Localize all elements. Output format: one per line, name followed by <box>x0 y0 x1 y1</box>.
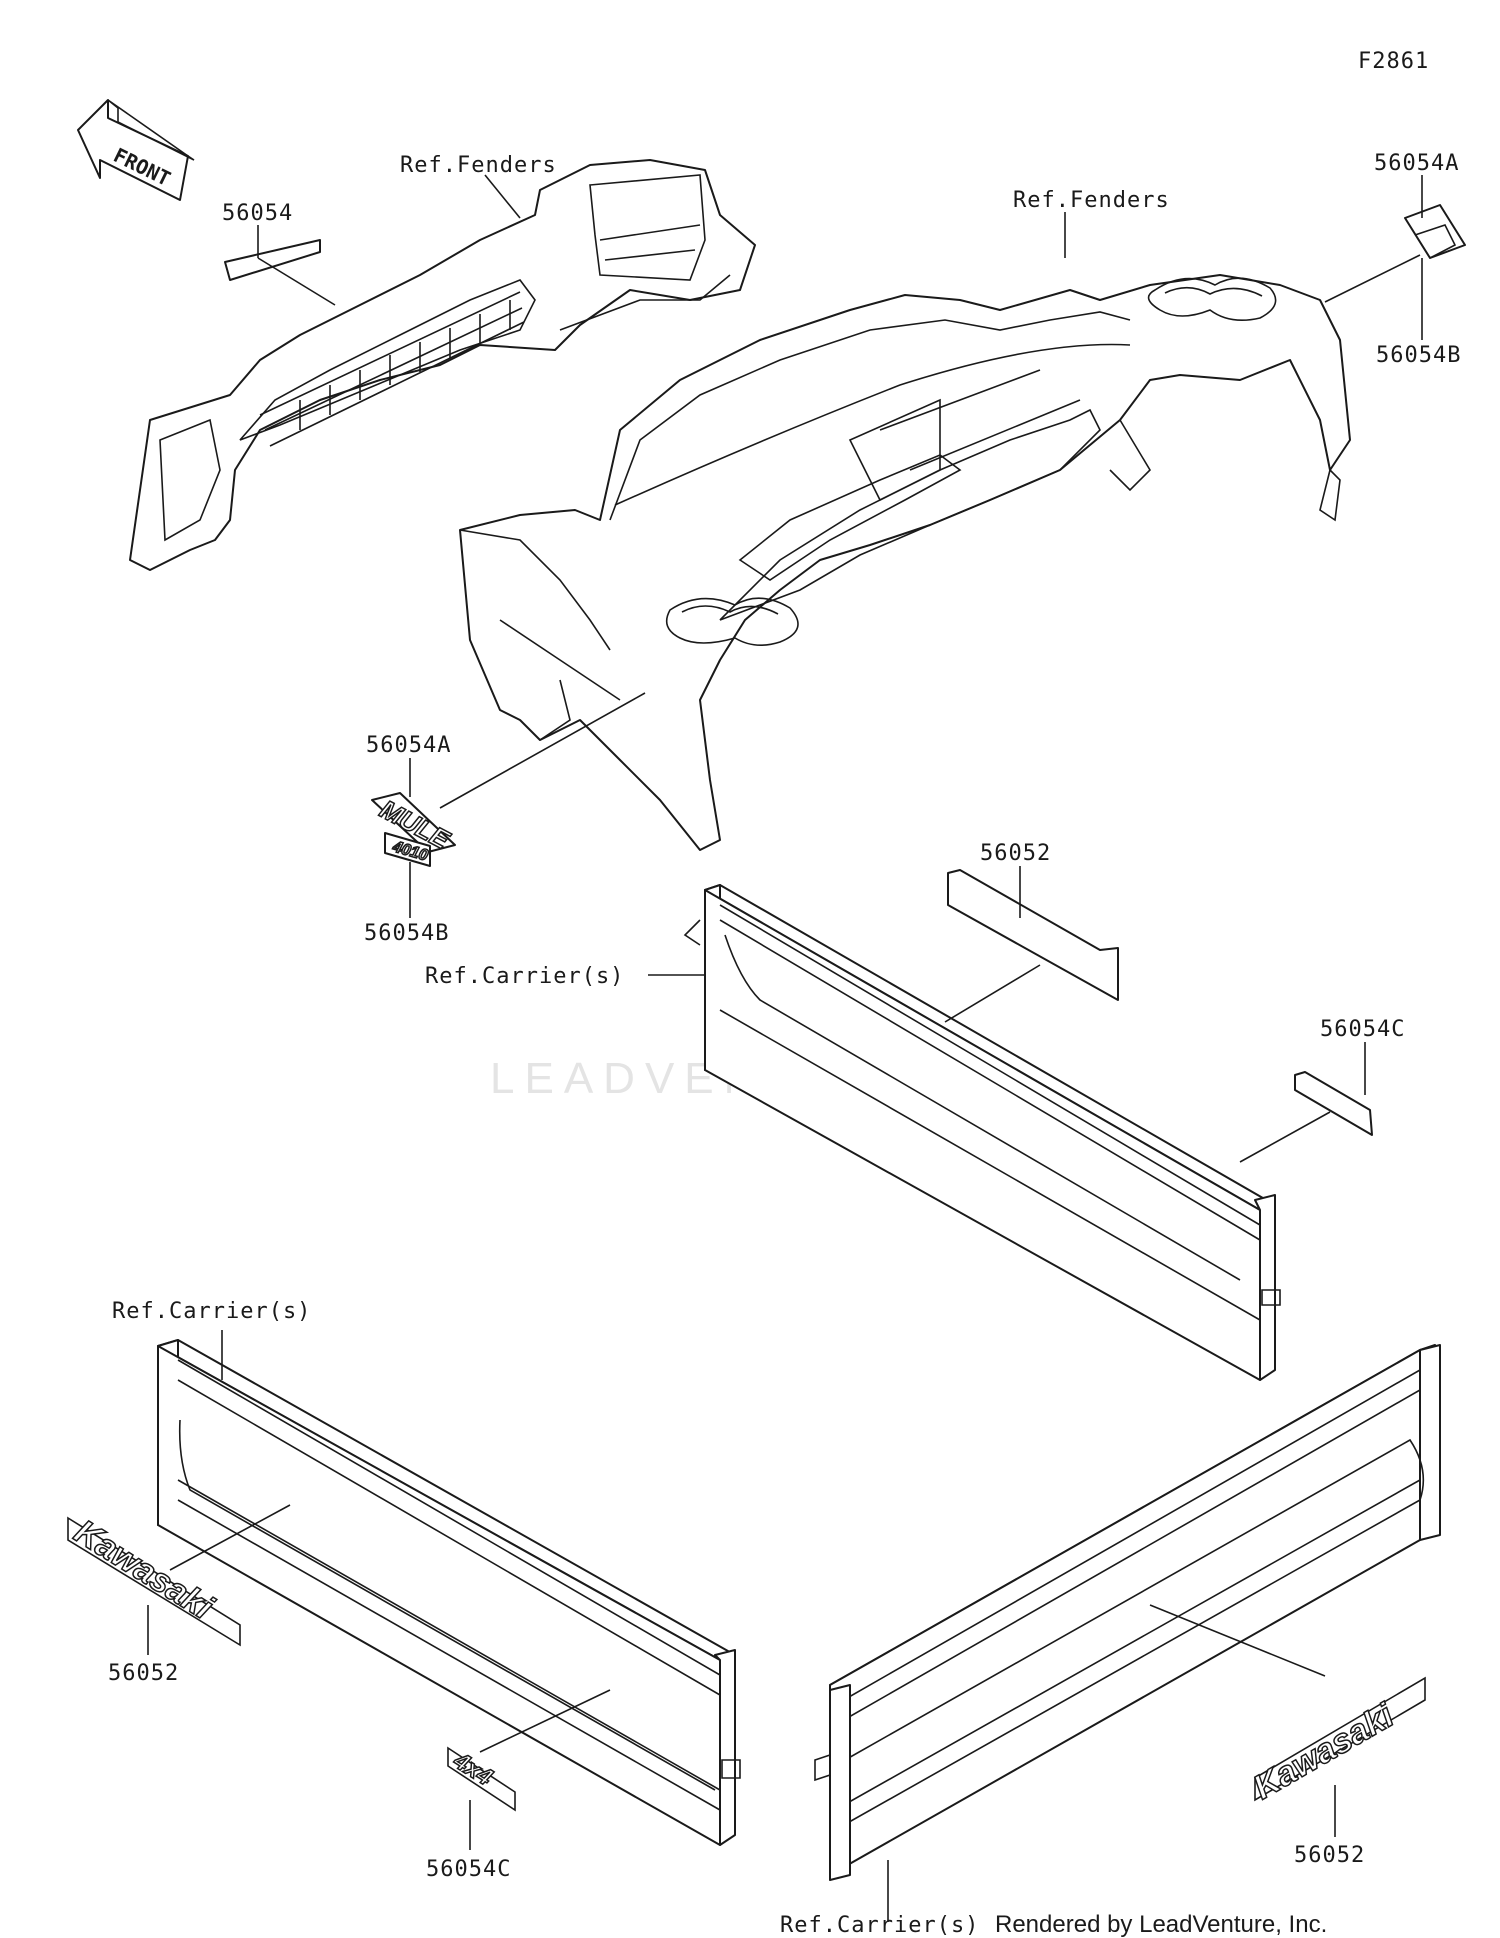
rear-fender <box>459 274 1351 851</box>
decal-kawasaki-right: Kawasaki <box>1246 1676 1426 1808</box>
label-56054: 56054 <box>222 201 293 226</box>
tailgate-mid <box>683 884 1281 1381</box>
label-56054b-mid: 56054B <box>364 921 449 946</box>
side-panel-left <box>157 1339 741 1846</box>
label-56054c-bottom: 56054C <box>426 1857 511 1882</box>
label-56052-top: 56052 <box>980 841 1051 866</box>
label-ref-carrier-mid: Ref.Carrier(s) <box>425 964 624 989</box>
label-ref-carrier-bottom: Ref.Carrier(s) <box>780 1913 979 1938</box>
decal-4x4: 4x4 <box>447 1746 516 1812</box>
label-ref-fenders-rear: Ref.Fenders <box>1013 188 1170 213</box>
decal-56054 <box>224 239 321 281</box>
front-arrow-icon: FRONT <box>77 99 195 201</box>
side-panel-right <box>814 1344 1441 1881</box>
label-ref-fenders-front: Ref.Fenders <box>400 153 557 178</box>
label-ref-carrier-left: Ref.Carrier(s) <box>112 1299 311 1324</box>
label-56054a-mid: 56054A <box>366 733 451 758</box>
decal-56054c-right <box>1294 1071 1373 1136</box>
footer-credit: Rendered by LeadVenture, Inc. <box>995 1911 1327 1938</box>
leader-lines <box>147 174 1423 1922</box>
decal-56054b-top <box>1414 224 1457 259</box>
label-56054c-right: 56054C <box>1320 1017 1405 1042</box>
label-56052-left: 56052 <box>108 1661 179 1686</box>
figure-id: F2861 <box>1358 49 1429 74</box>
kawasaki-right-text: Kawasaki <box>1247 1696 1402 1807</box>
label-56054b-top: 56054B <box>1376 343 1461 368</box>
label-56054a-top: 56054A <box>1374 151 1459 176</box>
decal-56052-top <box>947 869 1119 1001</box>
decal-56054a-top <box>1404 204 1466 259</box>
label-56052-right: 56052 <box>1294 1843 1365 1868</box>
front-fender-grille <box>129 159 756 571</box>
